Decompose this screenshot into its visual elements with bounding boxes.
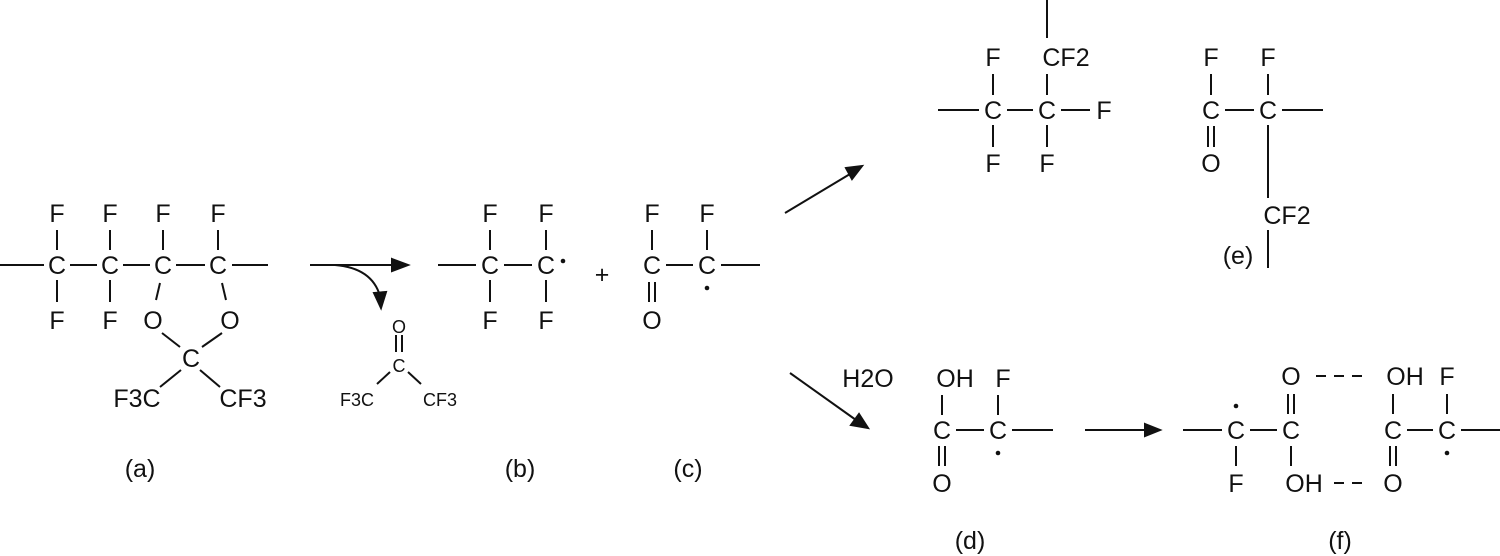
group-f3c: F3C (113, 385, 160, 413)
atom-o: O (1383, 470, 1402, 498)
group-cf3: CF3 (423, 390, 457, 410)
atom-f: F (538, 200, 553, 228)
atom-f: F (699, 200, 714, 228)
group-cf2: CF2 (1042, 44, 1089, 72)
atom-oh: OH (1285, 470, 1323, 498)
atom-o: O (220, 307, 239, 335)
arrowhead (1144, 422, 1163, 438)
atom-c: C (537, 252, 555, 280)
atom-f: F (985, 44, 1000, 72)
atom-c: C (481, 252, 499, 280)
atom-c: C (1038, 97, 1056, 125)
plus-sign: + (595, 261, 610, 289)
atom-c: C (1202, 97, 1220, 125)
atom-f: F (49, 307, 64, 335)
bonds (0, 0, 1500, 484)
atom-c: C (1259, 97, 1277, 125)
atom-o: O (932, 470, 951, 498)
radical-dot (704, 285, 710, 291)
atom-c: C (1227, 417, 1245, 445)
atom-f: F (995, 365, 1010, 393)
atom-c: C (48, 252, 66, 280)
atom-c: C (984, 97, 1002, 125)
radical-dots (560, 258, 1450, 456)
atom-f: F (1260, 44, 1275, 72)
reaction-arrow-to-d (789, 372, 857, 421)
atom-c: C (154, 252, 172, 280)
atom-c: C (1438, 417, 1456, 445)
atom-f: F (1096, 97, 1111, 125)
label-d: (d) (955, 527, 986, 555)
atom-o: O (392, 317, 406, 337)
atom-f: F (102, 307, 117, 335)
label-b: (b) (505, 455, 536, 483)
atom-f: F (210, 200, 225, 228)
atom-f: F (155, 200, 170, 228)
atom-f: F (1228, 470, 1243, 498)
radical-dot (1444, 450, 1450, 456)
atom-c: C (182, 345, 200, 373)
arrowhead (844, 164, 865, 181)
atom-f: F (538, 307, 553, 335)
atom-f: F (1439, 363, 1454, 391)
atom-o: O (642, 307, 661, 335)
atom-f: F (644, 200, 659, 228)
radical-dot (560, 258, 566, 264)
atom-c: C (393, 356, 406, 376)
group-f3c: F3C (340, 390, 374, 410)
atom-c: C (1282, 417, 1300, 445)
atom-c: C (1384, 417, 1402, 445)
atom-f: F (102, 200, 117, 228)
atom-c: C (209, 252, 227, 280)
atom-c: C (933, 417, 951, 445)
label-a: (a) (125, 455, 156, 483)
atom-c: C (643, 252, 661, 280)
label-c: (c) (673, 455, 702, 483)
group-cf3: CF3 (219, 385, 266, 413)
arrowhead (372, 290, 388, 311)
reagent-water: H2O (842, 365, 893, 393)
atom-o: O (143, 307, 162, 335)
atom-oh: OH (1386, 363, 1424, 391)
atom-c: C (698, 252, 716, 280)
atom-f: F (1203, 44, 1218, 72)
atom-f: F (985, 150, 1000, 178)
radical-dot (1233, 403, 1239, 409)
label-e: (e) (1223, 242, 1254, 270)
label-f: (f) (1328, 527, 1352, 555)
atom-f: F (1039, 150, 1054, 178)
group-cf2: CF2 (1263, 202, 1310, 230)
atom-c: C (101, 252, 119, 280)
arrows (310, 164, 1163, 438)
atom-f: F (482, 307, 497, 335)
curved-arrow (334, 264, 381, 297)
arrowhead (849, 412, 871, 430)
atom-oh: OH (936, 365, 974, 393)
radical-dot (995, 450, 1001, 456)
atom-f: F (49, 200, 64, 228)
atom-f: F (482, 200, 497, 228)
atom-c: C (989, 417, 1007, 445)
reaction-arrow-to-e (784, 173, 851, 214)
arrowhead (391, 257, 411, 273)
atom-o: O (1201, 150, 1220, 178)
atom-o: O (1281, 363, 1300, 391)
